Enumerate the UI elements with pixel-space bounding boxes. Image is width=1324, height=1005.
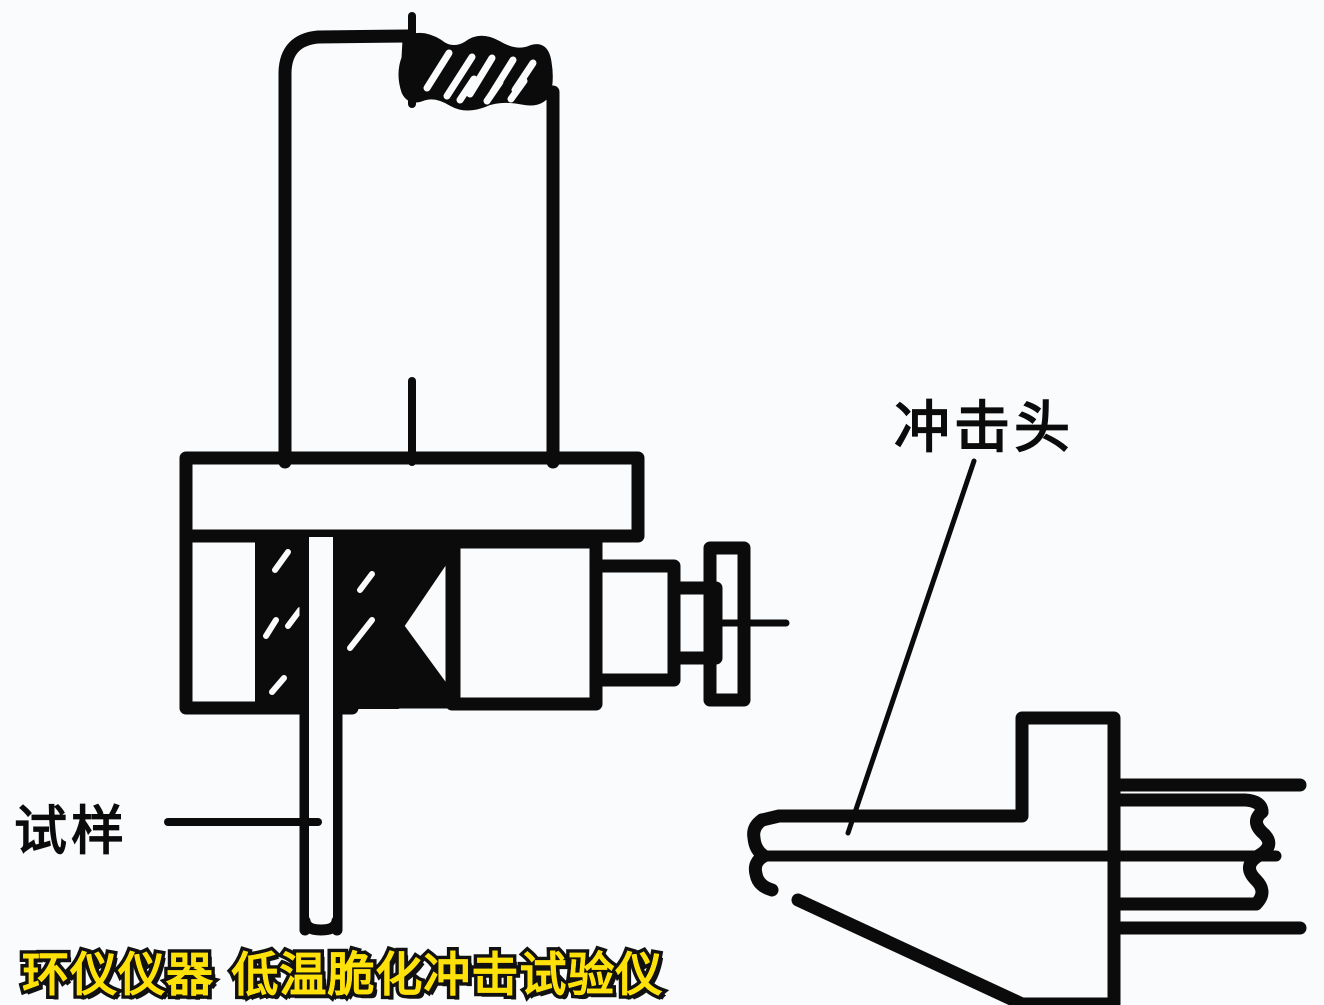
specimen-strip-bottom bbox=[299, 915, 343, 936]
upper-clamp-block bbox=[179, 451, 645, 543]
impact-head-taper bbox=[791, 893, 1029, 1005]
shaft-section-mid bbox=[589, 559, 681, 687]
specimen-strip bbox=[299, 531, 343, 936]
impact-head-leader-line bbox=[845, 458, 977, 836]
vertical-column bbox=[278, 29, 415, 469]
impact-head-assembly bbox=[747, 711, 1307, 1005]
chisel-tip-lower bbox=[748, 849, 779, 897]
impact-head-base bbox=[1015, 921, 1121, 1005]
label-impact-head: 冲击头 bbox=[894, 396, 1074, 461]
break-hatch-region bbox=[398, 33, 553, 111]
label-specimen: 试样 bbox=[14, 801, 128, 862]
impact-head-upper-profile bbox=[755, 711, 1121, 827]
shaft-inner-upper bbox=[1107, 793, 1269, 819]
watermark-text-stroke: 环仪仪器 低温脆化冲击试验仪 bbox=[18, 948, 665, 1003]
specimen-strip-fill bbox=[309, 537, 333, 929]
shaft-section-large bbox=[445, 535, 603, 711]
specimen-clamp-assembly bbox=[179, 12, 790, 936]
